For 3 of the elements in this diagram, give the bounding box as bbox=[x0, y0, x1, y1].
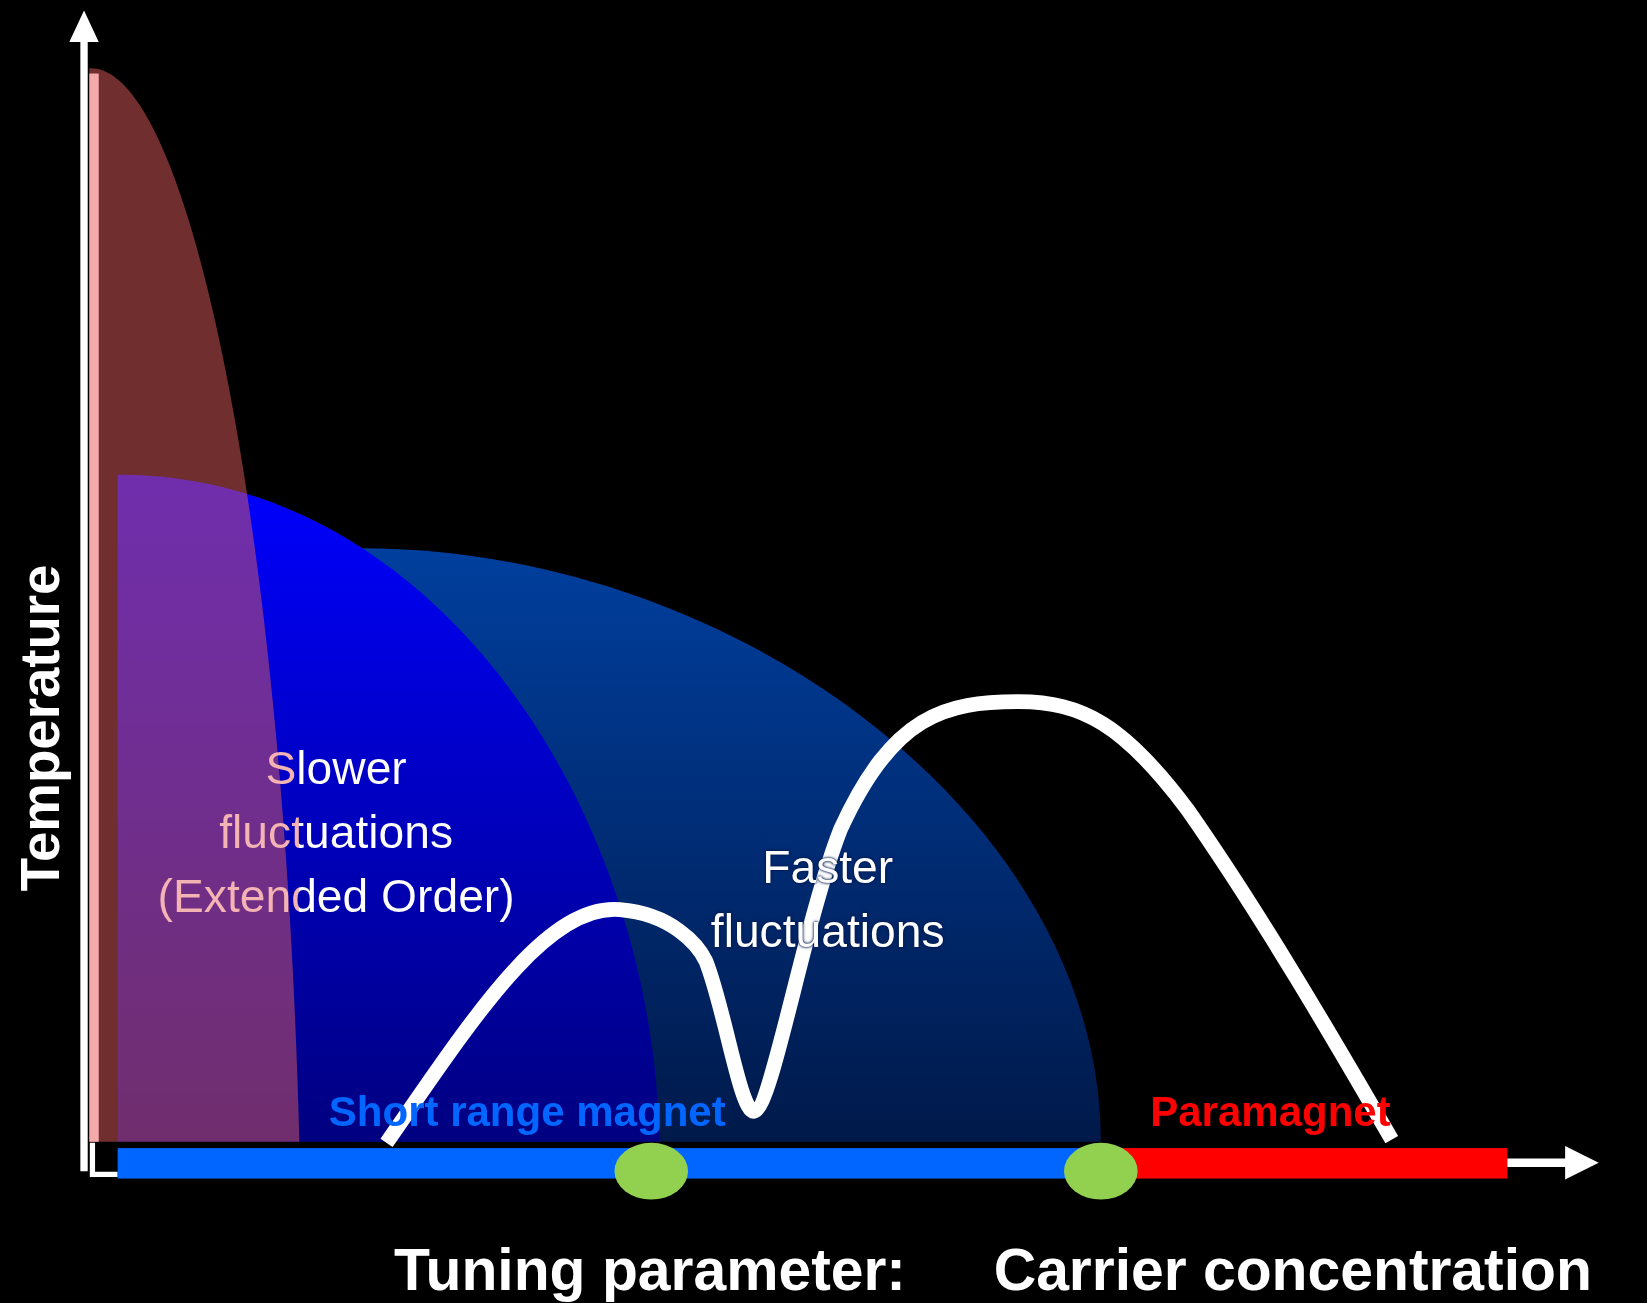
axis-title: Carrier concentration bbox=[993, 1235, 1592, 1303]
axis-title: Tuning parameter: bbox=[393, 1235, 906, 1303]
axis-title: Temperature bbox=[8, 564, 72, 892]
